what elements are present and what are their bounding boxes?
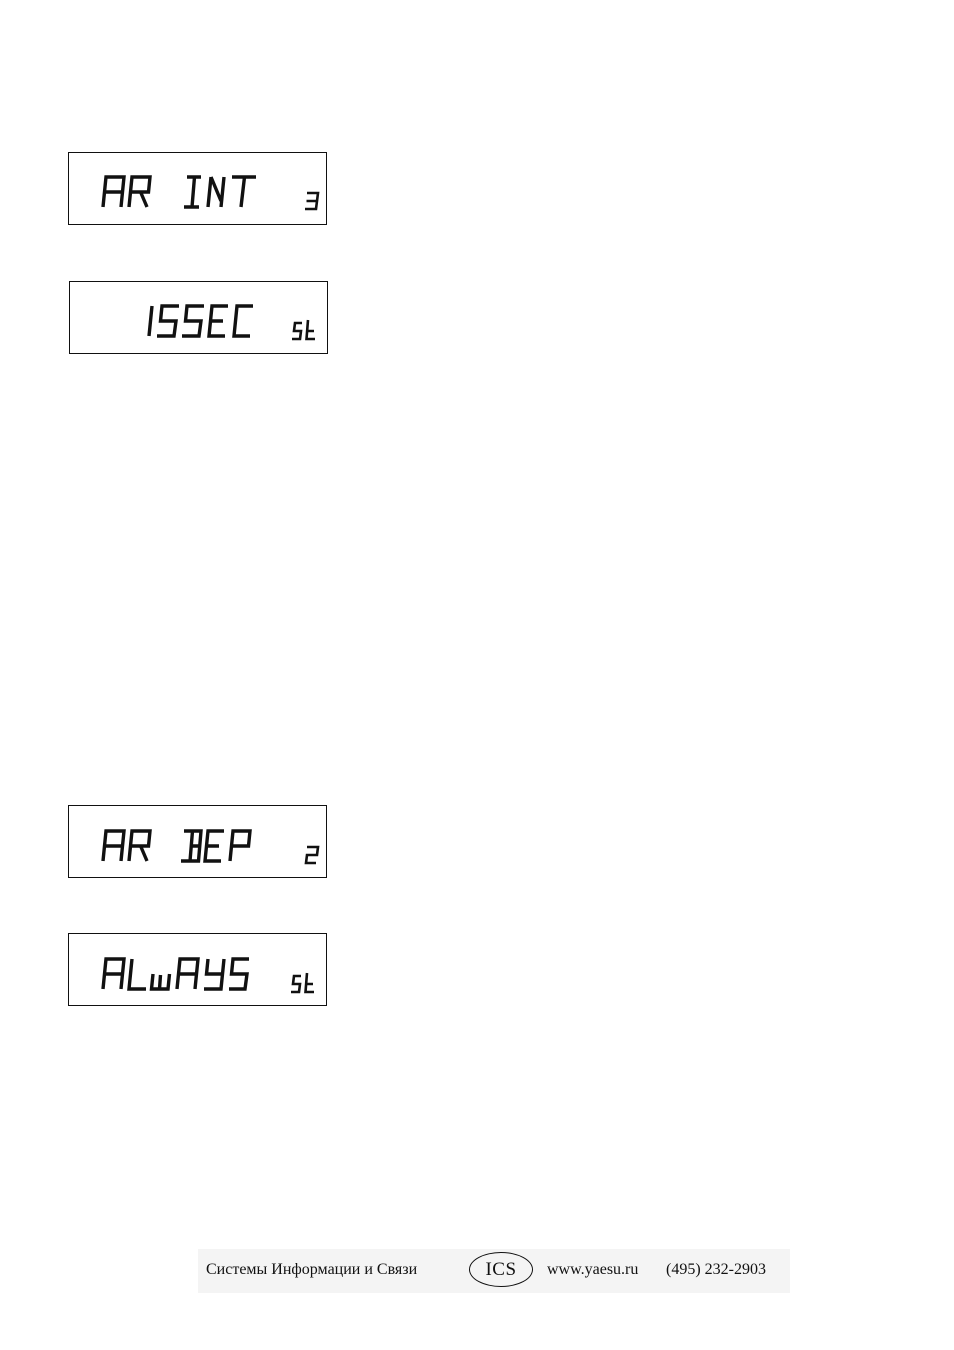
lcd-segment-glyphs <box>101 829 320 865</box>
lcd-display-value-always: ALWAYS St <box>68 933 327 1006</box>
ics-logo: ICS <box>469 1252 533 1287</box>
company-name: Системы Информации и Связи <box>206 1261 418 1278</box>
page-footer: Системы Информации и Связи ICS www.yaesu… <box>198 1249 790 1293</box>
lcd-display-value-15sec: 15SEC St <box>69 281 328 354</box>
lcd-display-menu-ar-bep: AR BEP 2 <box>68 805 327 878</box>
lcd-display-menu-ar-int: AR INT 3 <box>68 152 327 225</box>
website-link[interactable]: www.yaesu.ru <box>547 1261 639 1278</box>
lcd-segment-glyphs <box>101 957 314 994</box>
phone-number: (495) 232-2903 <box>666 1261 766 1278</box>
lcd-segment-glyphs <box>101 175 320 211</box>
lcd-segment-glyphs <box>147 304 315 341</box>
